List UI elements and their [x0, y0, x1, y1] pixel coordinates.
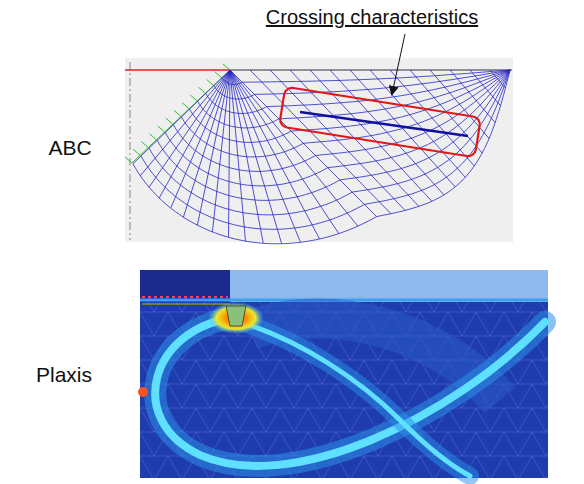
- callout-box: [279, 87, 481, 157]
- mesh-line: [267, 70, 510, 107]
- abc-panel: [125, 58, 513, 242]
- mesh-line: [190, 95, 197, 101]
- mesh-line: [222, 78, 242, 85]
- top-strip: [230, 270, 548, 302]
- leader-arrow: [392, 34, 405, 94]
- hotspot-edge: [138, 387, 148, 397]
- shear-band: [155, 318, 545, 476]
- fe-mesh: [140, 302, 548, 478]
- mesh-line: [173, 125, 315, 172]
- mesh-line: [174, 111, 181, 117]
- mesh-line: [316, 70, 511, 156]
- footing-block: [140, 270, 230, 302]
- mesh-line: [291, 70, 510, 131]
- mesh-line: [207, 80, 214, 86]
- mesh-line: [150, 134, 157, 140]
- mesh-line: [340, 70, 510, 180]
- ground-line: [230, 70, 512, 71]
- mesh-line: [190, 109, 292, 142]
- load-line: [125, 69, 230, 71]
- panel-label: Plaxis: [36, 363, 92, 387]
- mesh-line: [214, 86, 255, 99]
- mesh-line: [215, 72, 222, 78]
- mesh-line: [149, 148, 352, 215]
- mesh-line: [133, 149, 140, 155]
- symmetry-axis: [130, 62, 131, 240]
- characteristics-mesh: [133, 70, 510, 244]
- mesh-line: [242, 70, 510, 82]
- plaxis-panel: [140, 270, 548, 478]
- mesh-line: [199, 87, 206, 93]
- mesh-line: [223, 64, 230, 70]
- mesh-line: [166, 118, 173, 124]
- mesh-line: [157, 140, 340, 200]
- hotspot: [208, 302, 264, 334]
- panel-label: ABC: [48, 136, 91, 160]
- mesh-line: [377, 70, 510, 217]
- mesh-line: [125, 157, 132, 163]
- mesh-line: [364, 70, 510, 204]
- crossing-line: [300, 112, 468, 136]
- wedge: [226, 306, 246, 326]
- mesh-line: [133, 164, 377, 244]
- mesh-line: [158, 126, 165, 132]
- mesh-line: [206, 93, 267, 113]
- mesh-line: [165, 133, 327, 186]
- load-line: [142, 296, 228, 298]
- mesh-line: [181, 117, 303, 157]
- mesh-line: [182, 103, 189, 109]
- mesh-line: [141, 142, 148, 148]
- mesh-line: [198, 101, 279, 128]
- callout-label: Crossing characteristics: [266, 6, 478, 29]
